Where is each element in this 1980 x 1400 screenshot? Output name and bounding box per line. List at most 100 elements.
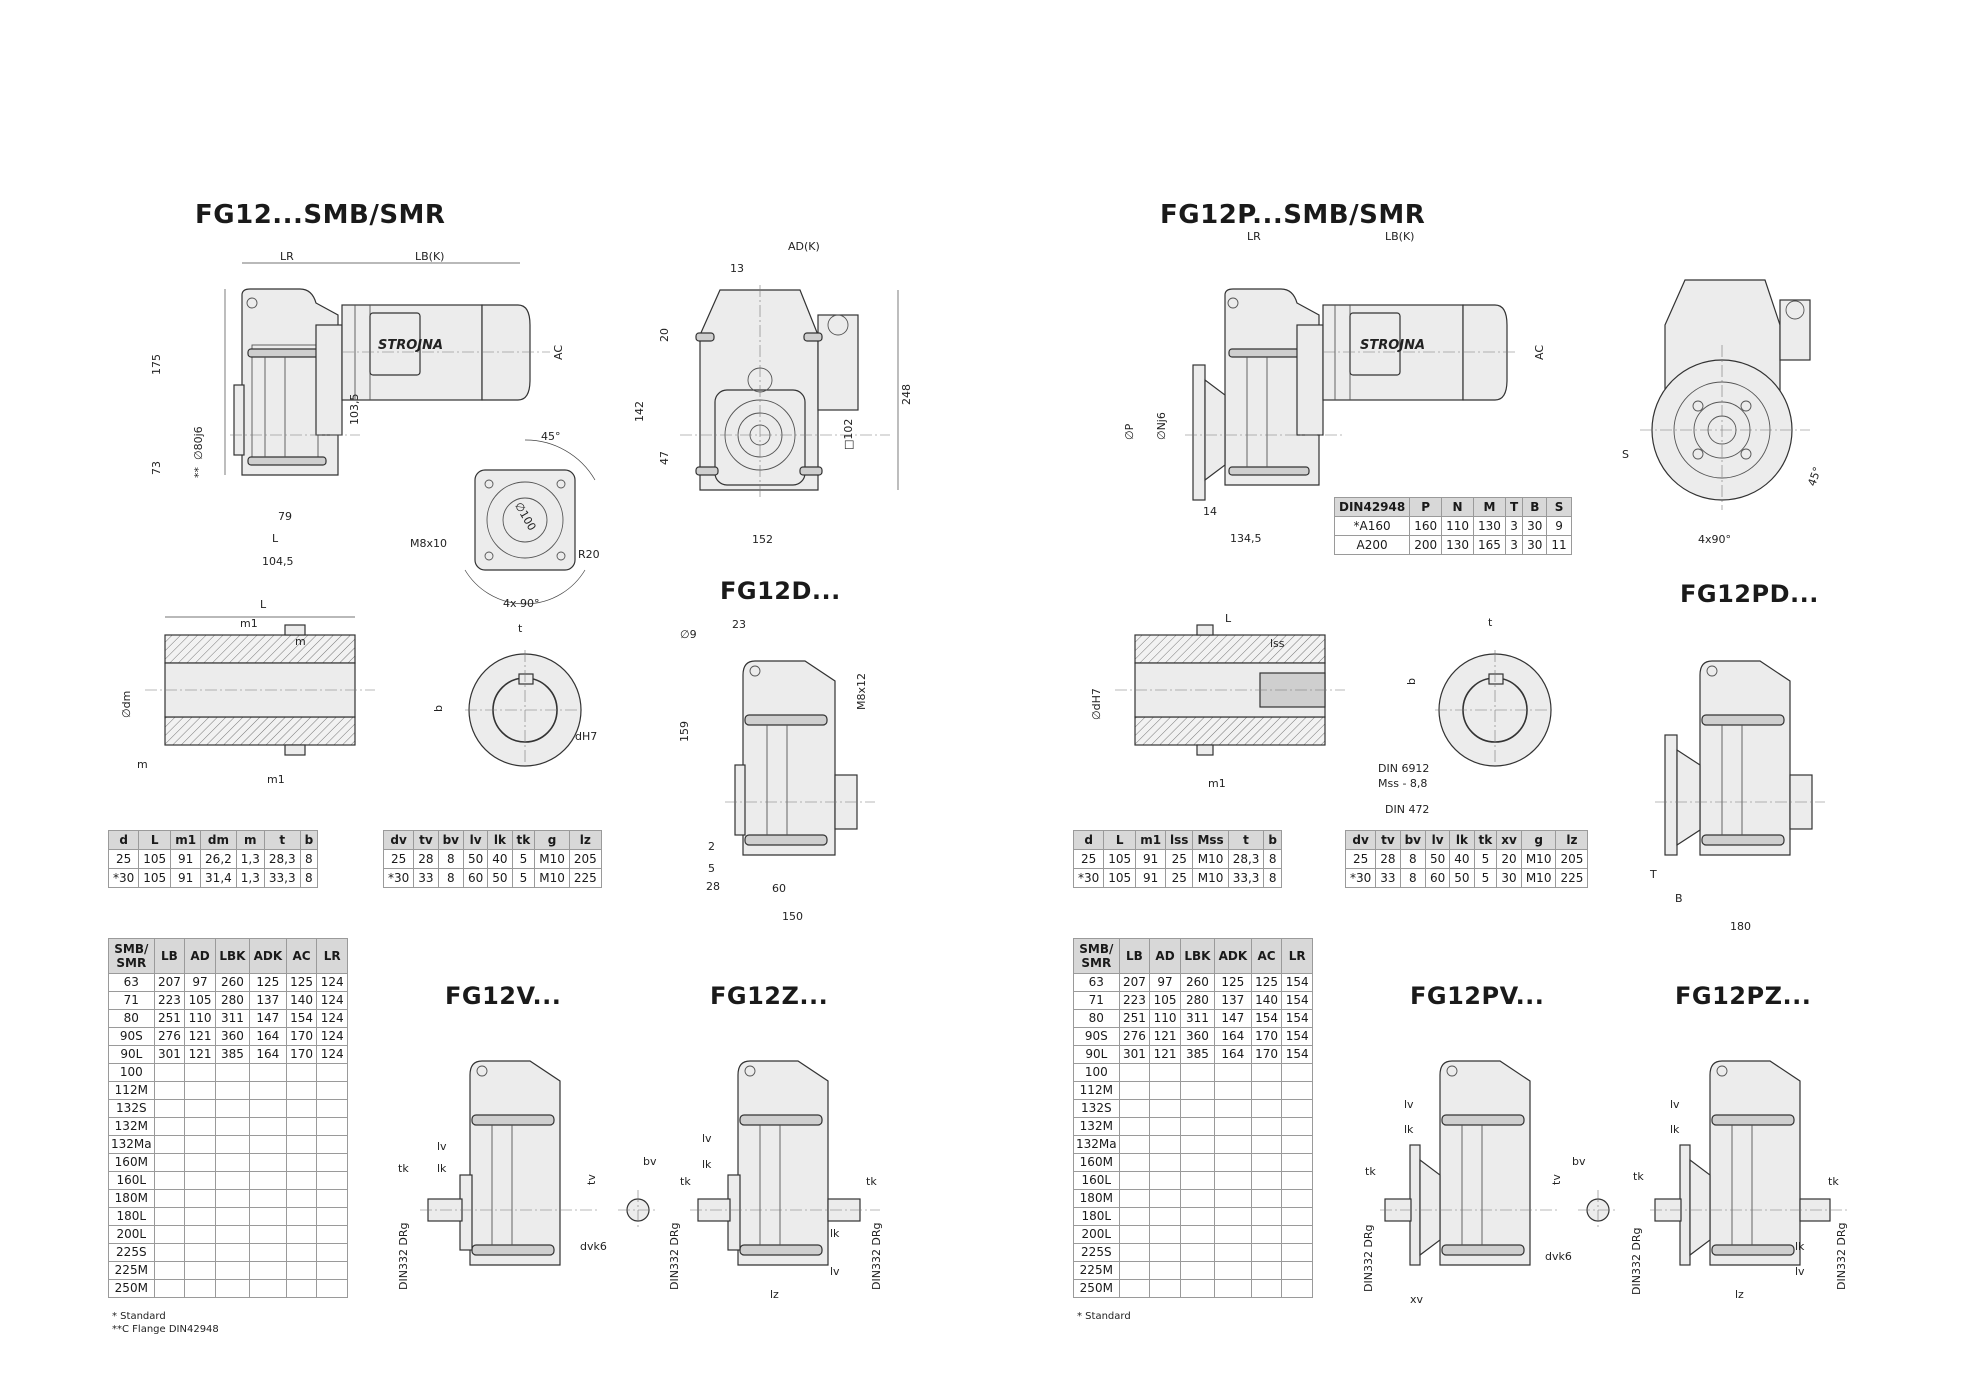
table-cell: 71 <box>1073 991 1120 1010</box>
table-header-cell: P <box>1409 497 1443 517</box>
table-header-cell: ADK <box>248 938 287 974</box>
table-cell <box>1149 1063 1181 1082</box>
table-cell: 251 <box>153 1009 186 1028</box>
table-cell <box>153 1261 186 1280</box>
right-flange-end-view <box>1640 279 1811 510</box>
table-cell <box>316 1171 348 1190</box>
right-shaft-end-view <box>1578 1190 1618 1230</box>
table-cell <box>1281 1207 1313 1226</box>
table-cell: 164 <box>248 1045 287 1064</box>
table-cell <box>1250 1153 1283 1172</box>
table-cell <box>1250 1225 1283 1244</box>
table-cell: 385 <box>1179 1045 1215 1064</box>
dim-adk: AD(K) <box>788 240 820 253</box>
table-cell: 276 <box>1118 1027 1151 1046</box>
table-cell: *30 <box>107 868 140 888</box>
table-cell: 8 <box>1399 868 1426 888</box>
col-m1: m1 <box>170 830 202 850</box>
z-dim-lv: lv <box>702 1132 712 1145</box>
table-cell <box>248 1207 287 1226</box>
table-cell <box>184 1189 216 1208</box>
table-cell: 164 <box>248 1027 287 1046</box>
left-bore-view <box>465 650 585 770</box>
left-title-v: FG12V... <box>445 982 562 1010</box>
pv-dim-tv: tv <box>1550 1174 1563 1185</box>
table-cell: A200 <box>1333 535 1411 555</box>
table-header-cell: dv <box>382 830 415 850</box>
table-row: 100 <box>108 1063 348 1082</box>
table-cell <box>1118 1225 1151 1244</box>
table-cell: 50 <box>1449 868 1475 888</box>
z-dim-lk-right: lk <box>830 1227 840 1240</box>
table-cell <box>153 1099 186 1118</box>
table-header-cell: tk <box>511 830 536 850</box>
r-dim-lss: lss <box>1270 637 1285 650</box>
table-cell <box>1179 1207 1215 1226</box>
table-cell <box>184 1279 216 1298</box>
table-cell: 160L <box>108 1171 155 1190</box>
right-gearmotor-side-view <box>1185 288 1515 501</box>
table-cell: 121 <box>1149 1045 1181 1064</box>
table-cell <box>316 1117 348 1136</box>
dim-m8x10: M8x10 <box>410 537 447 550</box>
table-row: 160M <box>108 1153 348 1172</box>
table-cell: 33 <box>413 868 439 888</box>
table-header-cell: lz <box>1555 830 1589 850</box>
table-cell <box>248 1117 287 1136</box>
table-cell: 9 <box>1546 516 1572 536</box>
v-dim-dvk6: dvk6 <box>580 1240 607 1253</box>
table-cell: 90L <box>108 1045 155 1064</box>
z-dim-din332-left: DIN332 DRg <box>668 1222 681 1290</box>
r-dim-4x90: 4x90° <box>1698 533 1732 546</box>
table-row: 112M <box>108 1081 348 1100</box>
r-dim-lr: LR <box>1247 230 1261 243</box>
right-fg12pz-view <box>1650 1060 1850 1266</box>
dim-b: b <box>432 705 445 712</box>
table-cell: 225 <box>568 868 602 888</box>
table-cell <box>1149 1171 1181 1190</box>
table-cell <box>1118 1099 1151 1118</box>
table-cell <box>184 1243 216 1262</box>
dim-m: m <box>295 635 306 648</box>
table-cell <box>1118 1063 1151 1082</box>
table-row: 180L <box>108 1207 348 1226</box>
table-cell <box>285 1261 318 1280</box>
z-dim-tk: tk <box>680 1175 691 1188</box>
z-dim-lv-right: lv <box>830 1265 840 1278</box>
table-cell <box>1149 1279 1181 1298</box>
table-cell: 40 <box>1449 849 1475 869</box>
table-cell: 112M <box>108 1081 155 1100</box>
table-cell: 30 <box>1522 535 1548 555</box>
table-cell <box>1250 1171 1283 1190</box>
table-cell <box>248 1225 287 1244</box>
left-fg12z-view <box>690 1060 880 1266</box>
table-cell: 60 <box>462 868 489 888</box>
table-cell: 26,2 <box>200 849 237 869</box>
z-dim-tk-right: tk <box>866 1175 877 1188</box>
table-cell <box>248 1189 287 1208</box>
table-cell <box>1118 1081 1151 1100</box>
table-cell <box>1118 1189 1151 1208</box>
dim-159: 159 <box>678 721 691 742</box>
table-cell: 160 <box>1409 516 1443 536</box>
table-header-cell: M <box>1473 497 1506 517</box>
table-cell <box>1213 1171 1252 1190</box>
table-cell <box>214 1099 250 1118</box>
col-m: m <box>235 830 265 850</box>
table-header-cell: g <box>534 830 570 850</box>
dim-L: L <box>272 532 279 545</box>
table-cell: 225M <box>1073 1261 1120 1280</box>
r-dim-14: 14 <box>1203 505 1217 518</box>
table-cell <box>1149 1099 1181 1118</box>
table-cell: 105 <box>1103 868 1137 888</box>
table-cell: 132S <box>1073 1099 1120 1118</box>
table-cell: 1,3 <box>235 868 265 888</box>
pv-dim-tk: tk <box>1365 1165 1376 1178</box>
dim-20: 20 <box>658 328 671 342</box>
table-cell: 91 <box>170 849 202 869</box>
